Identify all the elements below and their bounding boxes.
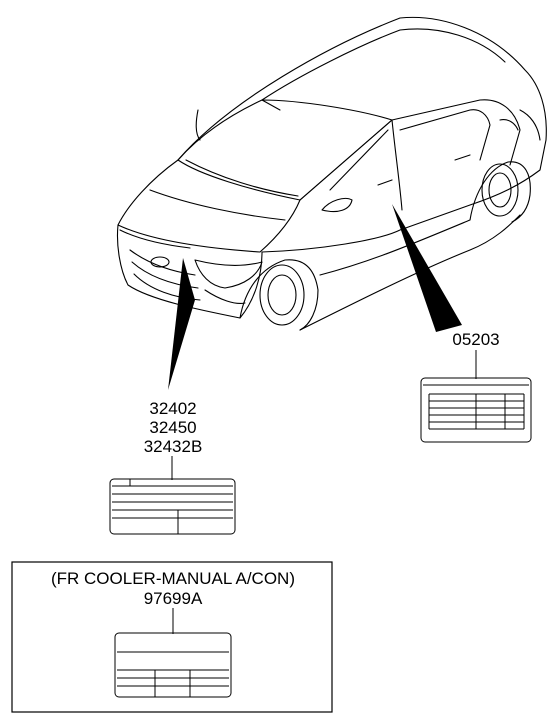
part-number-32432b: 32432B	[144, 437, 203, 456]
inset-frame	[11, 561, 333, 713]
inset-label-table	[114, 632, 232, 698]
part-number-05203: 05203	[452, 330, 499, 349]
door-label-table	[420, 377, 532, 443]
car-illustration	[116, 16, 547, 331]
part-number-97699a: 97699A	[144, 589, 203, 608]
part-number-32402: 32402	[149, 399, 196, 418]
part-number-32450: 32450	[149, 418, 196, 437]
door-pointer	[392, 204, 462, 332]
front-label-table	[109, 478, 236, 535]
inset-title: (FR COOLER-MANUAL A/CON)	[51, 569, 295, 588]
front-pointer	[168, 258, 195, 390]
